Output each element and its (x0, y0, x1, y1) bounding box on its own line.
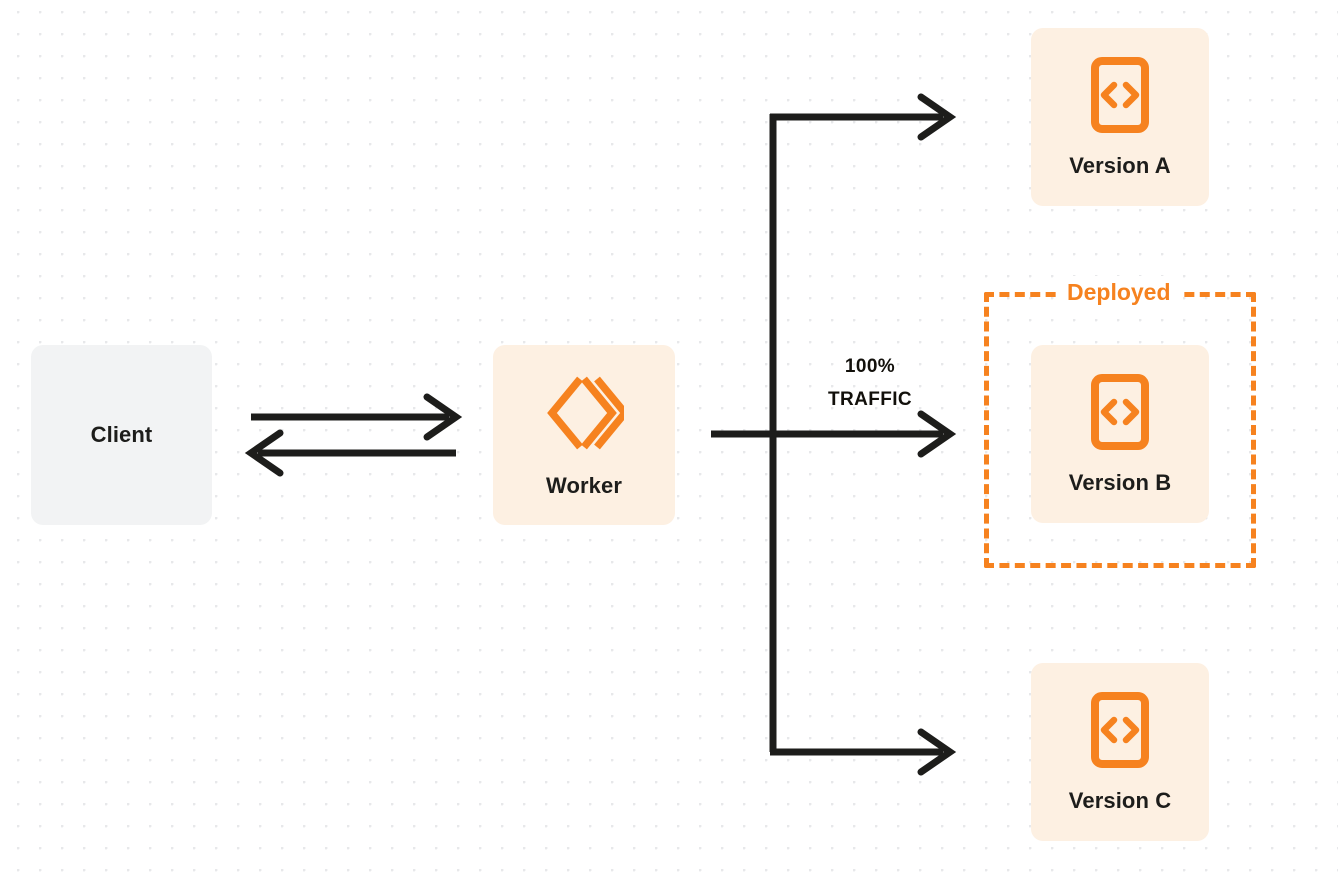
code-document-icon (1090, 374, 1150, 450)
node-version-c[interactable]: Version C (1031, 663, 1209, 841)
traffic-percentage-label: 100% TRAFFIC (790, 350, 950, 416)
node-worker-label: Worker (546, 473, 622, 498)
traffic-percent-value: 100% (844, 356, 896, 377)
code-document-icon (1090, 692, 1150, 768)
code-document-icon (1090, 57, 1150, 133)
edge-worker-to-versions (711, 93, 957, 776)
node-version-c-label: Version C (1068, 788, 1172, 813)
traffic-word: TRAFFIC (827, 389, 913, 410)
node-worker[interactable]: Worker (493, 345, 675, 525)
node-client[interactable]: Client (31, 345, 212, 525)
edge-client-to-worker (251, 393, 463, 441)
node-version-b[interactable]: Version B (1031, 345, 1209, 523)
node-version-a-label: Version A (1069, 153, 1171, 178)
edge-worker-to-client (244, 429, 456, 477)
node-version-a[interactable]: Version A (1031, 28, 1209, 206)
node-client-label: Client (90, 422, 153, 447)
node-version-b-label: Version B (1068, 470, 1172, 495)
cloudflare-workers-logo-icon (544, 373, 630, 453)
deployed-group-label: Deployed (1058, 276, 1180, 308)
